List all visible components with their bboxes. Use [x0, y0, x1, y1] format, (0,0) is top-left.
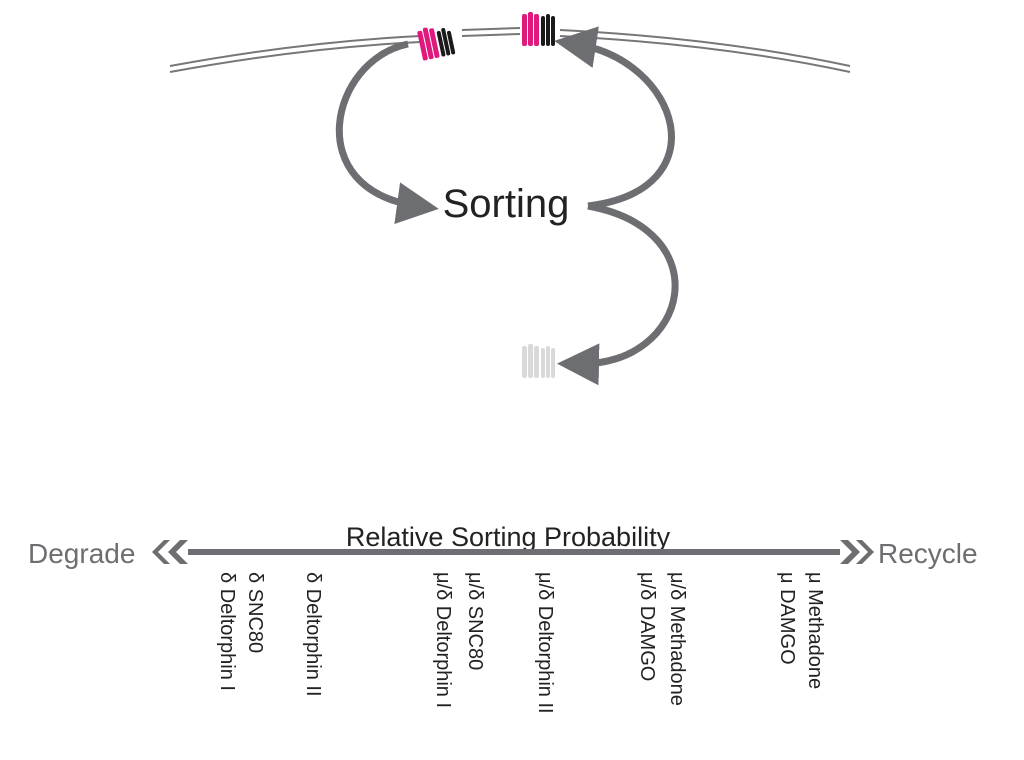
agonist-label-mu-delta-snc80: μ/δ SNC80 — [464, 572, 486, 671]
agonist-label-delta-deltorphin-2: δ Deltorphin II — [302, 572, 324, 697]
degrade-label: Degrade — [28, 538, 135, 569]
agonist-label-mu-delta-damgo: μ/δ DAMGO — [636, 572, 658, 682]
agonist-label-delta-deltorphin-1: δ SNC80 — [244, 572, 266, 654]
agonist-label-mu-damgo: μ DAMGO — [776, 572, 798, 665]
agonist-label-mu-delta-deltorphin-2: μ/δ Deltorphin II — [534, 572, 556, 714]
receptor-dimer-recycled — [522, 12, 555, 46]
recycle-chevron-icon — [840, 540, 874, 564]
recycle-label: Recycle — [878, 538, 978, 569]
receptor-dimer-degraded — [522, 344, 555, 378]
receptor-dimer-internalizing — [417, 27, 456, 61]
sorting-label: Sorting — [443, 182, 570, 226]
recycling-arrow — [554, 26, 675, 210]
agonist-label-delta-snc80: δ Deltorphin I — [216, 572, 238, 691]
endocytosis-arrow — [335, 40, 439, 224]
agonist-label-mu-methadone: μ Methadone — [804, 572, 826, 690]
degradation-arrow — [557, 202, 679, 386]
scale-title: Relative Sorting Probability — [346, 522, 671, 552]
agonist-label-mu-delta-methadone: μ/δ Methadone — [666, 572, 688, 706]
plasma-membrane — [169, 27, 851, 73]
degrade-chevron-icon — [152, 540, 188, 564]
agonist-label-mu-delta-deltorphin-1: μ/δ Deltorphin I — [432, 572, 454, 709]
